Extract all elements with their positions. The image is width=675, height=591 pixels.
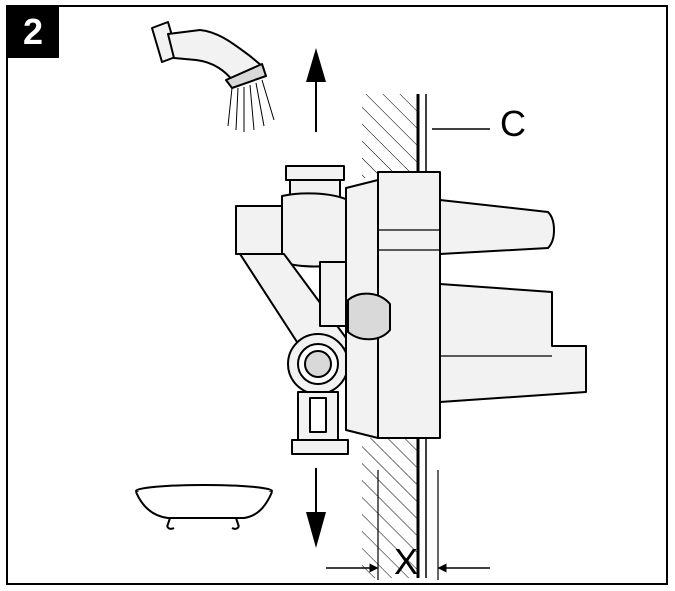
arrow-up-icon (306, 48, 326, 132)
bathtub-icon (135, 484, 273, 530)
step-number-badge: 2 (7, 6, 59, 58)
label-x: X (394, 541, 419, 582)
label-c: C (500, 103, 526, 144)
figure-border (6, 5, 668, 585)
shower-head-icon (151, 21, 275, 132)
arrow-down-icon (306, 468, 326, 548)
dimension-x (326, 470, 490, 580)
wall-section (362, 94, 427, 578)
diverter-valve-body (235, 165, 587, 455)
